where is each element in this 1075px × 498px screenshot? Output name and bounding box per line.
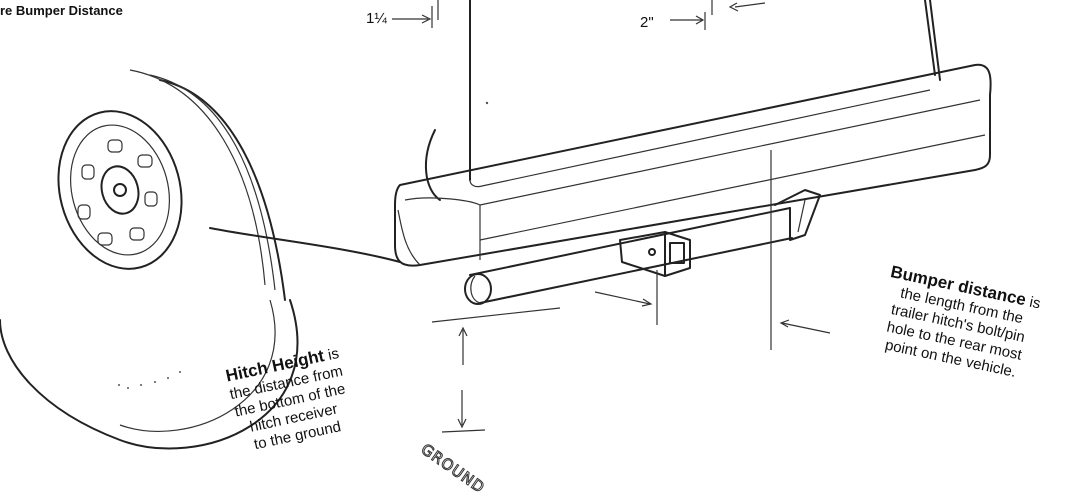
ground-dots — [118, 101, 489, 389]
bumper-distance-lines — [594, 150, 831, 350]
rear-wheel-icon — [0, 69, 299, 450]
body-edge — [209, 227, 401, 263]
hitch-height-lines — [431, 307, 561, 433]
rear-body — [424, 0, 941, 201]
rear-bumper — [394, 63, 992, 267]
hitch-crossbar — [464, 189, 821, 305]
page-title: re Bumper Distance — [0, 3, 123, 18]
top-dimension-marks — [392, 0, 766, 30]
dimension-left-label: 1¼ — [366, 10, 387, 27]
dimension-right-label: 2" — [640, 14, 654, 31]
hitch-receiver — [619, 231, 691, 277]
